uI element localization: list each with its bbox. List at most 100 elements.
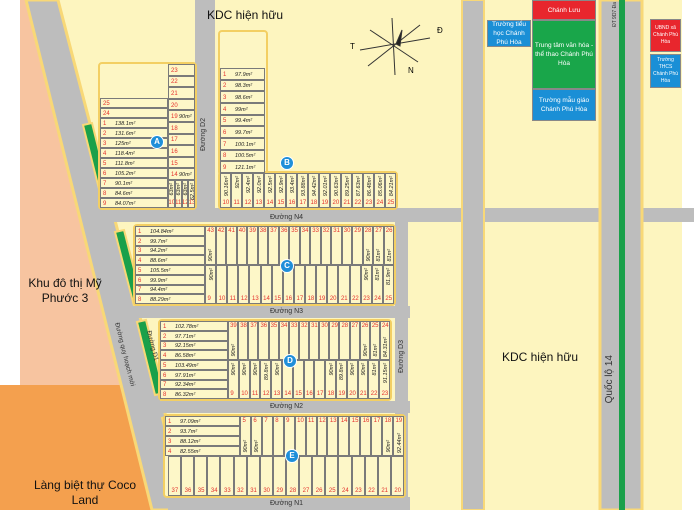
lot[interactable]: 30	[259, 456, 273, 496]
lot[interactable]: 32	[233, 456, 247, 496]
lot[interactable]: 18	[305, 265, 317, 304]
lot[interactable]: 37	[268, 226, 279, 265]
lot[interactable]: 20	[390, 456, 404, 496]
lot[interactable]: 25	[325, 456, 339, 496]
lot[interactable]: 21	[168, 87, 195, 99]
lot[interactable]: 36	[181, 456, 195, 496]
lot[interactable]: 30	[341, 226, 352, 265]
block-marker-c[interactable]: C	[280, 259, 294, 273]
lot[interactable]: 22	[349, 265, 361, 304]
lot[interactable]: 36	[258, 321, 269, 360]
lot[interactable]: 21	[338, 265, 350, 304]
lot[interactable]: 31	[309, 321, 320, 360]
lot[interactable]: 17	[293, 265, 306, 304]
lot[interactable]: 38	[257, 226, 268, 265]
lot[interactable]: 34	[207, 456, 221, 496]
lot[interactable]: 20	[327, 265, 339, 304]
lot[interactable]: 21	[377, 456, 391, 496]
lot[interactable]: 34	[299, 226, 310, 265]
lot[interactable]: 30	[319, 321, 330, 360]
lot[interactable]: 35	[289, 226, 300, 265]
lot[interactable]: 8	[272, 416, 284, 456]
lot[interactable]: 29	[352, 226, 363, 265]
block-marker-a[interactable]: A	[150, 135, 164, 149]
lot[interactable]: 19	[316, 265, 328, 304]
lot[interactable]: 37	[248, 321, 259, 360]
lot[interactable]: 40	[236, 226, 247, 265]
lot[interactable]: 7	[261, 416, 273, 456]
lot[interactable]: 14	[338, 416, 350, 456]
lot[interactable]: 27	[349, 321, 360, 360]
lot[interactable]: 23	[168, 64, 195, 76]
lot[interactable]: 24	[338, 456, 352, 496]
lot[interactable]: 10	[216, 265, 228, 304]
lot[interactable]: 29	[272, 456, 286, 496]
lot[interactable]: 29	[329, 321, 340, 360]
lot[interactable]: 32	[320, 226, 331, 265]
lot[interactable]: 17	[371, 416, 383, 456]
lot[interactable]: 17	[314, 360, 326, 399]
lot[interactable]: 16	[360, 416, 372, 456]
lot[interactable]: 13	[327, 416, 339, 456]
lot[interactable]: 24	[100, 108, 168, 118]
lot[interactable]: 39	[247, 226, 258, 265]
lot[interactable]: 35	[268, 321, 279, 360]
lot[interactable]: 23	[351, 456, 365, 496]
lot[interactable]: 12	[238, 265, 250, 304]
lot[interactable]: 38	[238, 321, 249, 360]
lot[interactable]: 11	[305, 416, 317, 456]
lot[interactable]: 20	[168, 98, 195, 111]
block-marker-e[interactable]: E	[285, 449, 299, 463]
lot[interactable]: 15	[349, 416, 361, 456]
